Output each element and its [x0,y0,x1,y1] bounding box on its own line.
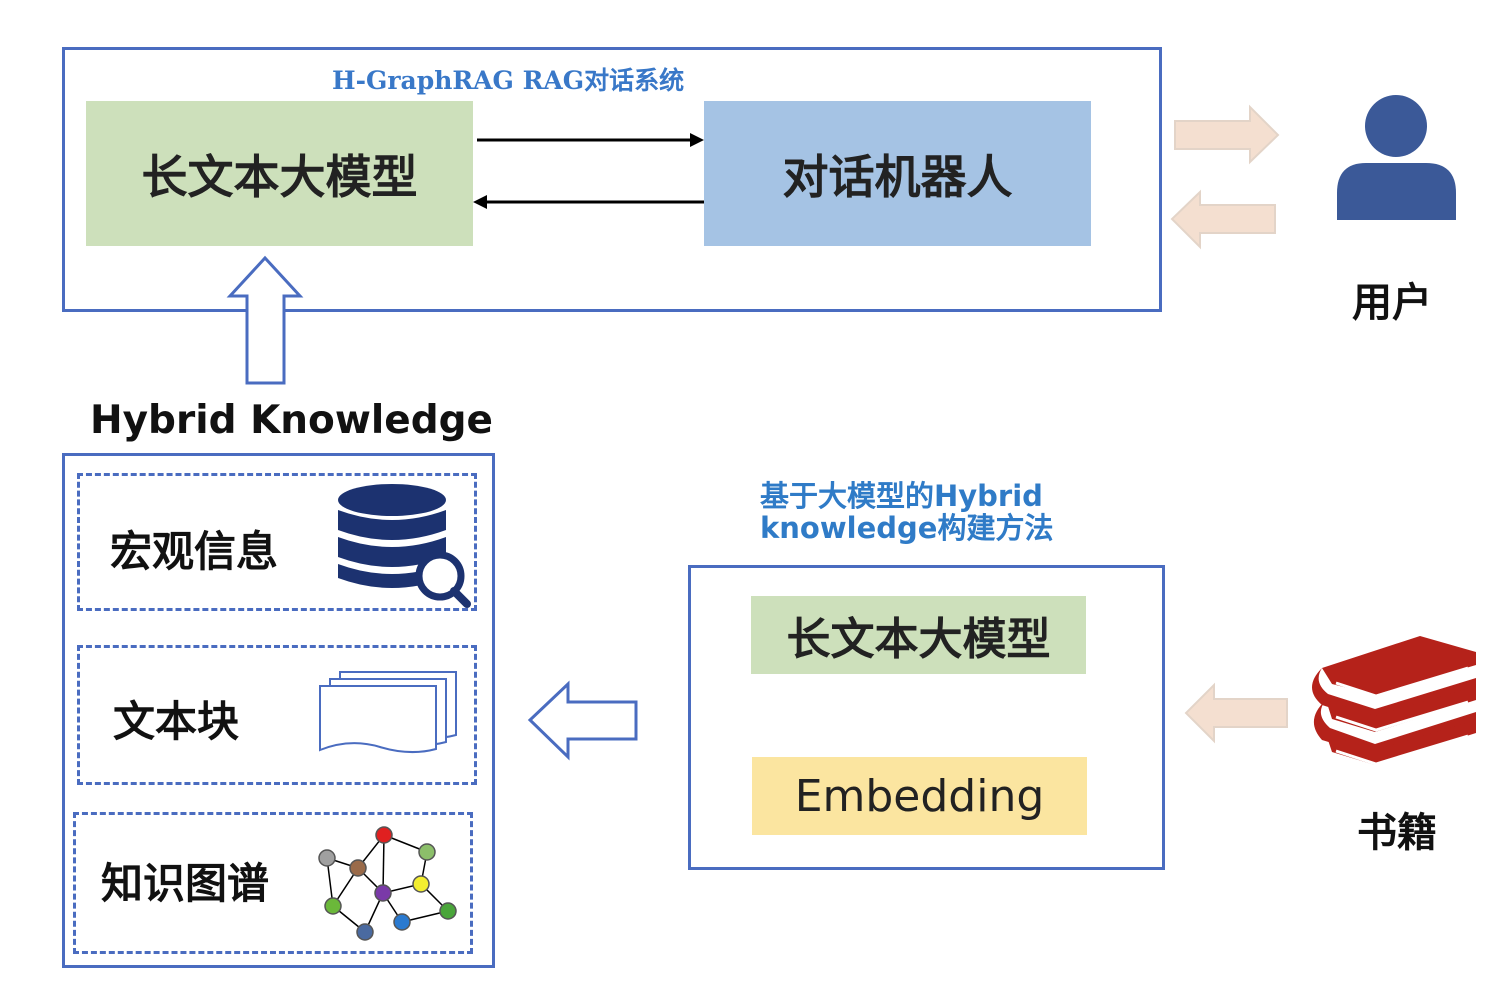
method-caption-line2: knowledge构建方法 [760,511,1054,545]
embedding-box-label: Embedding [794,770,1045,822]
hybrid-title: Hybrid Knowledge [90,398,493,443]
hybrid-item-chunks [77,645,477,785]
chatbot-box: 对话机器人 [704,101,1091,246]
hybrid-item-kg [73,812,473,954]
hybrid-item-macro [77,473,477,611]
llm-box-top: 长文本大模型 [86,101,473,246]
books-label: 书籍 [1357,810,1437,856]
chatbot-box-label: 对话机器人 [782,149,1013,204]
system-box [62,47,1162,312]
system-title: H-GraphRAG RAG对话系统 [332,66,685,95]
embedding-box: Embedding [752,757,1087,835]
hybrid-box [62,453,495,968]
chunks-label: 文本块 [113,697,240,746]
method-caption-line1: 基于大模型的Hybrid [760,479,1043,513]
macro-label: 宏观信息 [110,527,279,576]
kg-label: 知识图谱 [101,859,270,908]
llm-box-top-label: 长文本大模型 [141,149,418,204]
llm-box-bottom: 长文本大模型 [751,596,1086,674]
user-label: 用户 [1352,280,1432,326]
llm-box-bottom-label: 长文本大模型 [786,614,1051,665]
method-box [688,565,1165,870]
